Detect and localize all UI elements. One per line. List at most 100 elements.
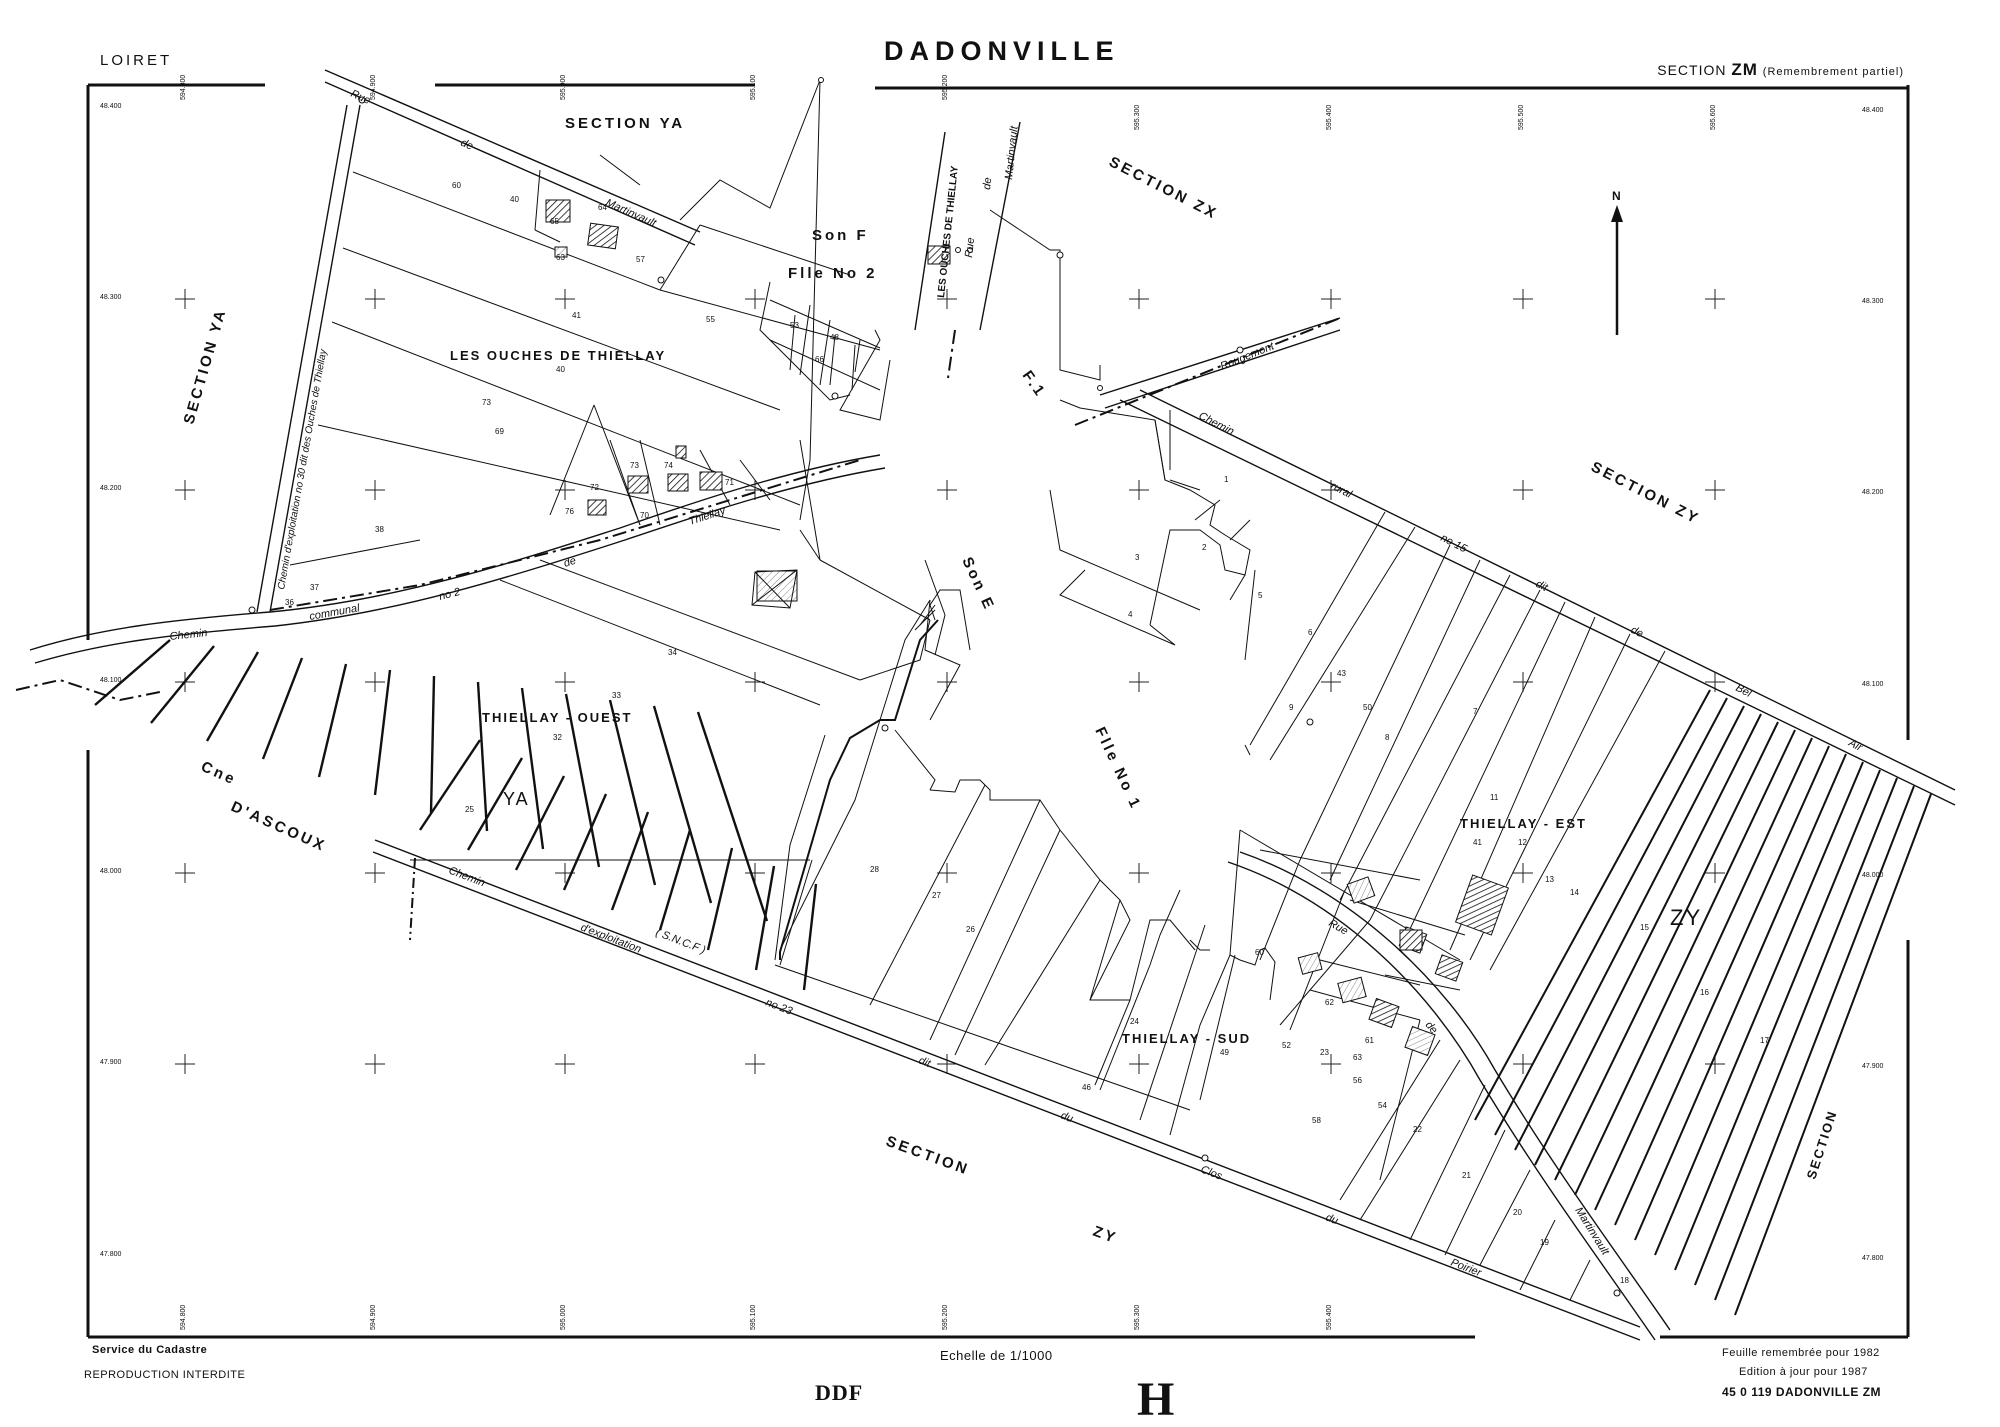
hatch-line xyxy=(1474,689,1711,1121)
parcel-number: 48 xyxy=(830,333,839,342)
label-ya-zone: YA xyxy=(503,789,530,809)
hatch-line xyxy=(466,757,524,851)
footer-reproduction: REPRODUCTION INTERDITE xyxy=(84,1369,246,1381)
parcel-number: 2 xyxy=(1202,543,1207,552)
road-sncf: ( S.N.C.F ) xyxy=(654,927,707,957)
parcel-number: 41 xyxy=(572,311,581,320)
hatch-line xyxy=(1674,769,1881,1271)
hatch-line xyxy=(608,699,657,886)
parcel-number: 40 xyxy=(556,365,565,374)
parcel-number: 25 xyxy=(465,805,474,814)
parcel-number: 53 xyxy=(790,321,799,330)
coord-left-2: 48.300 xyxy=(100,294,122,301)
road-rue-lower: Rue xyxy=(1327,917,1350,937)
grid-crosses xyxy=(175,289,1725,1074)
road-de-top: de xyxy=(459,137,475,153)
label-commune-ascoux: D'ASCOUX xyxy=(228,798,329,855)
parcel-number: 36 xyxy=(285,598,294,607)
hatch-line xyxy=(1734,793,1932,1316)
road-no2: no 2 xyxy=(438,586,462,603)
label-section-ya-top: SECTION YA xyxy=(565,115,685,132)
road-chemin-left: Chemin xyxy=(169,627,208,643)
building xyxy=(1297,952,1323,975)
north-label: N xyxy=(1612,189,1621,203)
hatch-line xyxy=(802,883,818,991)
parcel-number: 32 xyxy=(553,733,562,742)
coord-left-7: 47.800 xyxy=(100,1251,122,1258)
label-f1: F.1 xyxy=(1019,368,1050,402)
footer-mark-ddf: DDF xyxy=(815,1380,864,1405)
footer-remembered: Feuille remembrée pour 1982 xyxy=(1722,1347,1880,1359)
parcel-numbers: 60 40 65 57 64 63 41 55 53 48 66 40 73 6… xyxy=(285,181,1769,1285)
label-zy-zone: ZY xyxy=(1670,905,1702,930)
road-chemin-right: Chemin xyxy=(1197,410,1236,438)
coord-bottom-2: 594.900 xyxy=(370,1305,377,1330)
parcel-number: 57 xyxy=(636,255,645,264)
section-boundaries xyxy=(15,317,1341,960)
parcel-number: 49 xyxy=(1220,1048,1229,1057)
parcel-number: 27 xyxy=(932,891,941,900)
parcel-number: 18 xyxy=(1620,1276,1629,1285)
parcel-number: 61 xyxy=(1365,1036,1374,1045)
building xyxy=(554,246,568,258)
coord-top-1: 594.800 xyxy=(180,75,187,100)
parcel-number: 5 xyxy=(1258,591,1263,600)
section-note: (Remembrement partiel) xyxy=(1762,66,1904,78)
parcel-number: 21 xyxy=(1462,1171,1471,1180)
coord-bottom-3: 595.000 xyxy=(560,1305,567,1330)
department-label: LOIRET xyxy=(100,52,173,69)
road-bel: Bel xyxy=(1734,682,1754,700)
sheet-frame xyxy=(86,83,1910,1339)
building xyxy=(545,199,571,223)
road-dit2: dit xyxy=(1534,578,1551,594)
parcel-number: 60 xyxy=(452,181,461,190)
coord-right-2: 48.300 xyxy=(1862,298,1884,305)
parcel-number: 14 xyxy=(1570,888,1579,897)
label-section-zx: SECTION ZX xyxy=(1106,153,1221,223)
hatch-line xyxy=(1614,745,1830,1226)
road-du2: du xyxy=(1324,1212,1340,1228)
parcel-number: 58 xyxy=(1312,1116,1321,1125)
hatch-line xyxy=(373,669,392,796)
coord-top-5: 595.200 xyxy=(942,75,949,100)
parcel-number: 16 xyxy=(1700,988,1709,997)
coord-left-4: 48.100 xyxy=(100,677,122,684)
coord-bottom-7: 595.400 xyxy=(1326,1305,1333,1330)
crossed-box xyxy=(751,569,798,609)
parcel-number: 66 xyxy=(815,355,824,364)
parcel-number: 74 xyxy=(664,461,673,470)
coord-right-7: 47.800 xyxy=(1862,1255,1884,1262)
coord-top-4: 595.100 xyxy=(750,75,757,100)
hatch-line xyxy=(652,705,713,904)
building xyxy=(927,245,951,265)
coord-bottom-1: 594.800 xyxy=(180,1305,187,1330)
parcel-number: 60 xyxy=(1255,948,1264,957)
parcel-number: 65 xyxy=(550,217,559,226)
coord-right-4: 48.100 xyxy=(1862,681,1884,688)
hatch-line xyxy=(706,847,734,951)
building xyxy=(1434,954,1464,982)
parcel-number: 9 xyxy=(1289,703,1294,712)
parcel-boundaries xyxy=(289,79,1666,1301)
hatch-line xyxy=(514,775,566,871)
road-communal: communal xyxy=(308,602,361,623)
coord-bottom-5: 595.200 xyxy=(942,1305,949,1330)
parcel-number: 6 xyxy=(1308,628,1313,637)
parcel-number: 72 xyxy=(590,483,599,492)
road-chemin-expl-vertical: Chemin d'exploitation no 30 dit des Ouch… xyxy=(276,348,329,591)
footer-scale: Echelle de 1/1000 xyxy=(940,1348,1053,1363)
hatch-line xyxy=(754,865,776,971)
section-prefix: SECTION xyxy=(1657,62,1727,78)
parcel-number: 13 xyxy=(1545,875,1554,884)
building xyxy=(1346,876,1376,904)
hatch-line xyxy=(1694,777,1898,1286)
hatch-line xyxy=(696,711,769,922)
coord-left-1: 48.400 xyxy=(100,103,122,110)
hatch-line xyxy=(1554,721,1779,1181)
north-arrow: N xyxy=(1611,189,1623,335)
footer-service: Service du Cadastre xyxy=(92,1344,208,1356)
building xyxy=(1368,997,1400,1029)
hatch-line xyxy=(564,693,601,868)
parcel-number: 73 xyxy=(630,461,639,470)
